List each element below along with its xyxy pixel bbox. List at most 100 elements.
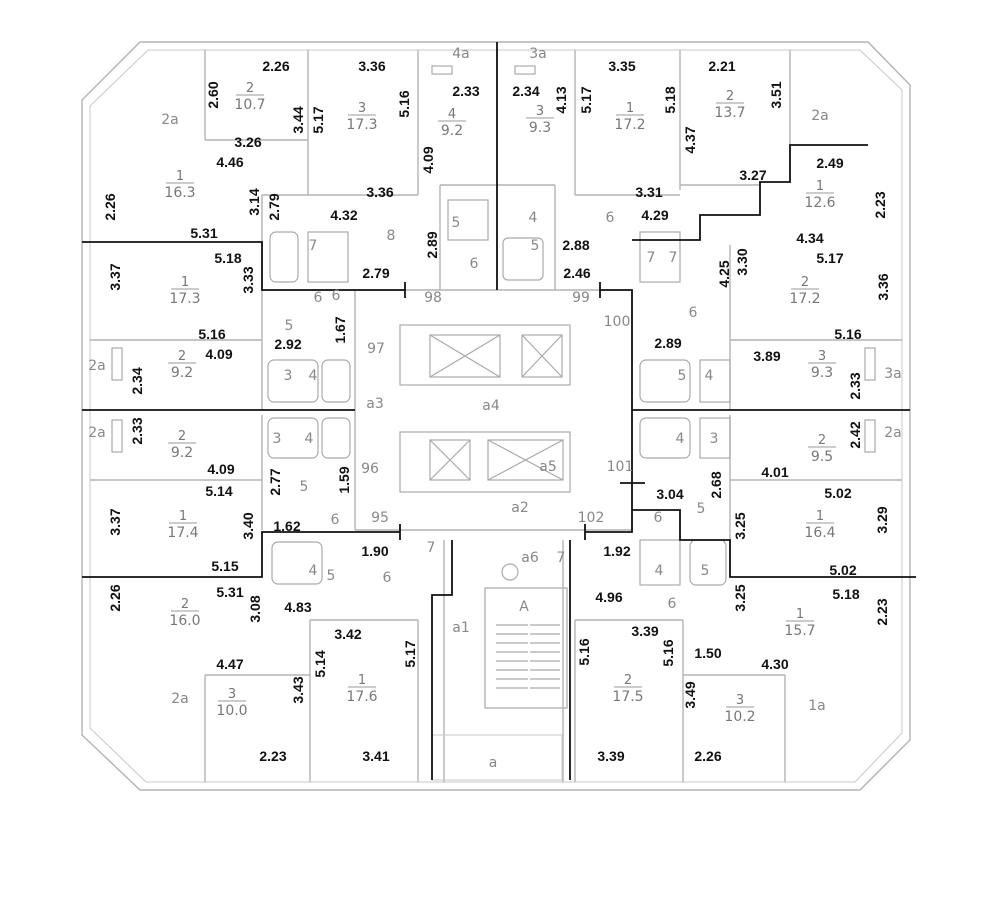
dimension-d77: 2.23	[874, 598, 890, 625]
zone-label-l32: 4	[305, 431, 314, 447]
dimension-d58: 3.04	[656, 486, 683, 502]
zone-label-l2: 3a	[529, 46, 547, 62]
room-area: 10.7	[234, 97, 265, 113]
room-area: 17.5	[612, 689, 643, 705]
dimension-d51: 2.33	[129, 417, 145, 444]
dimension-d1: 2.26	[262, 58, 289, 74]
zone-label-l43: 95	[371, 510, 389, 526]
dimension-d67: 1.92	[603, 543, 630, 559]
room-r5: 117.2	[614, 101, 645, 133]
dimension-d34: 2.79	[362, 265, 389, 281]
zone-label-l39: 5	[300, 479, 309, 495]
dimension-d45: 2.92	[274, 336, 301, 352]
dimension-d66: 1.90	[361, 543, 388, 559]
zone-label-l57: 2a	[171, 691, 189, 707]
room-r6: 213.7	[714, 89, 745, 121]
room-area: 17.4	[167, 525, 198, 541]
dimension-d39: 4.25	[716, 260, 732, 287]
room-area: 17.2	[789, 291, 820, 307]
room-r12: 39.3	[808, 349, 836, 381]
room-r2: 317.3	[346, 101, 377, 133]
room-area: 17.3	[346, 117, 377, 133]
dimension-d33: 5.18	[214, 250, 241, 266]
dimension-d57: 5.14	[205, 483, 232, 499]
dimension-d84: 1.50	[694, 645, 721, 661]
dimension-d79: 3.39	[631, 623, 658, 639]
dimension-d87: 3.43	[290, 676, 306, 703]
zone-label-l11: 6	[332, 288, 341, 304]
dimension-d74: 3.08	[247, 595, 263, 622]
zone-label-l51: 6	[383, 570, 392, 586]
dimension-d31: 2.88	[562, 237, 589, 253]
dimension-d82: 5.16	[576, 638, 592, 665]
room-area: 17.2	[614, 117, 645, 133]
dimension-d61: 3.37	[107, 508, 123, 535]
dimension-d22: 3.31	[635, 184, 662, 200]
dimension-d47: 2.89	[654, 335, 681, 351]
room-r11: 29.2	[168, 349, 196, 381]
dimension-d88: 3.49	[682, 681, 698, 708]
zone-label-l54: 6	[668, 596, 677, 612]
zone-label-l30: 2a	[88, 425, 106, 441]
room-number: 2	[178, 349, 186, 364]
room-number: 1	[176, 169, 184, 184]
room-area: 9.3	[529, 120, 551, 136]
room-area: 17.6	[346, 689, 377, 705]
dimension-d92: 2.26	[694, 748, 721, 764]
zone-label-l13: 7	[647, 250, 656, 266]
dimension-d4: 2.34	[512, 83, 539, 99]
dimension-d64: 3.25	[732, 512, 748, 539]
dimension-d13: 5.18	[662, 86, 678, 113]
zone-label-l8: 6	[470, 256, 479, 272]
elevator-shafts	[399, 324, 571, 493]
dimension-d30: 2.89	[424, 231, 440, 258]
dimension-d14: 3.51	[768, 81, 784, 108]
dimension-d59: 2.68	[708, 471, 724, 498]
dimension-d17: 4.09	[420, 146, 436, 173]
room-r3: 49.2	[438, 107, 466, 139]
room-number: 1	[796, 607, 804, 622]
zone-label-l12: 7	[309, 238, 318, 254]
room-r13: 29.2	[168, 429, 196, 461]
room-r20: 217.5	[612, 673, 643, 705]
zone-label-l37: a5	[539, 459, 557, 475]
dimension-d9: 5.17	[310, 106, 326, 133]
room-number: 3	[358, 101, 366, 116]
room-area: 9.2	[171, 445, 193, 461]
room-r17: 216.0	[169, 597, 200, 629]
dimension-d85: 4.47	[216, 656, 243, 672]
zone-label-l42: 6	[331, 512, 340, 528]
zone-label-l1: 4a	[452, 46, 470, 62]
dimension-d29: 5.31	[190, 225, 217, 241]
dimension-d81: 5.14	[312, 650, 328, 677]
room-area: 12.6	[804, 195, 835, 211]
room-number: 2	[246, 81, 254, 96]
dimension-d27: 4.29	[641, 207, 668, 223]
dimension-d3: 2.33	[452, 83, 479, 99]
dimension-d91: 3.39	[597, 748, 624, 764]
zone-label-l40: a2	[511, 500, 529, 516]
room-r16: 116.4	[804, 509, 835, 541]
dimension-d5: 3.35	[608, 58, 635, 74]
dimension-d38: 3.33	[240, 266, 256, 293]
zone-label-l6: 4	[529, 210, 538, 226]
dimension-d46: 1.67	[332, 316, 348, 343]
dimension-d76: 3.25	[732, 584, 748, 611]
room-r10: 217.2	[789, 275, 820, 307]
zone-label-l44: 102	[578, 510, 605, 526]
zone-label-l26: 4	[705, 368, 714, 384]
dimension-d26: 4.32	[330, 207, 357, 223]
room-r7: 116.3	[164, 169, 195, 201]
dimension-d16: 4.46	[216, 154, 243, 170]
room-number: 3	[228, 687, 236, 702]
dimension-d60: 5.02	[824, 485, 851, 501]
zone-label-l3: 2a	[161, 112, 179, 128]
zone-label-l25: 5	[678, 368, 687, 384]
zone-label-l15: 98	[424, 290, 442, 306]
zone-label-l31: 3	[273, 431, 282, 447]
dimension-d56: 4.01	[761, 464, 788, 480]
dimension-d49: 2.34	[129, 367, 145, 394]
dimension-d73: 2.26	[107, 584, 123, 611]
